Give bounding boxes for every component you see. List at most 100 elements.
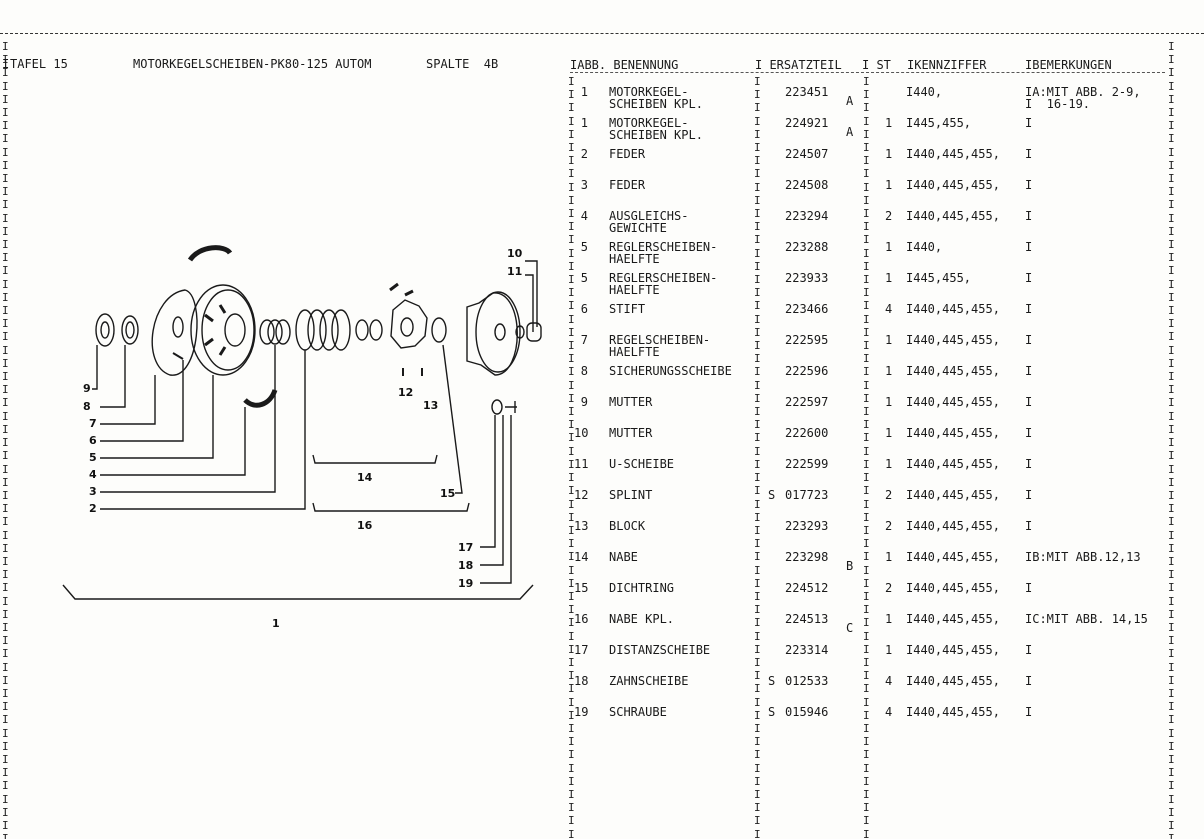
kennziffer: I440,445,455, <box>906 581 1000 595</box>
leader-5 <box>100 375 214 459</box>
part-1-fixed-half <box>466 292 518 376</box>
kennziffer: I440, <box>906 240 943 254</box>
remark: I <box>1025 426 1033 440</box>
left-border-column: I I I I I I I I I I I I I I I I I I I I … <box>2 40 9 839</box>
part-5-regulator-half <box>190 284 256 376</box>
kennziffer: I440,445,455, <box>906 705 1000 719</box>
leader-2 <box>100 350 306 510</box>
item-name: U-SCHEIBE <box>609 457 675 471</box>
part-number: 222595 <box>785 333 829 347</box>
remark: I <box>1025 147 1033 161</box>
part-number: 222596 <box>785 364 829 378</box>
part-prefix: S <box>768 674 776 688</box>
item-name: MUTTER <box>609 395 653 409</box>
leader-17 <box>480 415 496 548</box>
leader-10 <box>525 260 538 327</box>
leader-4 <box>100 407 246 476</box>
part-3-spring <box>259 319 291 345</box>
leader-6 <box>100 360 184 442</box>
item-name: ZAHNSCHEIBE <box>609 674 689 688</box>
part-number: 223298 <box>785 550 829 564</box>
item-name-cont: HAELFTE <box>609 283 660 297</box>
item-name: AUSGLEICHS- <box>609 209 689 223</box>
part-number: 017723 <box>785 488 829 502</box>
item-name: REGLERSCHEIBEN- <box>609 271 718 285</box>
quantity: 1 <box>885 116 893 130</box>
item-name-cont: SCHEIBEN KPL. <box>609 128 703 142</box>
item-name-cont: HAELFTE <box>609 345 660 359</box>
callout-3: 3 <box>89 485 97 498</box>
remark: I <box>1025 643 1033 657</box>
quantity: 2 <box>885 488 893 502</box>
col-sep-1: I I I I I I I I I I I I I I I I I I I I … <box>568 75 575 839</box>
remark: I <box>1025 364 1033 378</box>
kennziffer: I440,445,455, <box>906 302 1000 316</box>
kennziffer: I440,445,455, <box>906 395 1000 409</box>
item-name: NABE KPL. <box>609 612 675 626</box>
remark: I <box>1025 457 1033 471</box>
part-number: 223293 <box>785 519 829 533</box>
remark: I <box>1025 705 1033 719</box>
callout-15: 15 <box>440 487 455 500</box>
quantity: 2 <box>885 519 893 533</box>
header-ersatzteil: I ERSATZTEIL <box>755 58 842 72</box>
header-kennziffer: IKENNZIFFER <box>907 58 987 72</box>
header-st: I ST <box>862 58 891 72</box>
part-number: 223933 <box>785 271 829 285</box>
kennziffer: I440,445,455, <box>906 426 1000 440</box>
callout-8: 8 <box>83 400 91 413</box>
remark: I <box>1025 395 1033 409</box>
callout-7: 7 <box>89 417 97 430</box>
callout-12: 12 <box>398 386 413 399</box>
col-sep-2: I I I I I I I I I I I I I I I I I I I I … <box>754 75 761 839</box>
leader-11 <box>525 274 534 332</box>
part-12-13 <box>402 368 423 376</box>
callout-16: 16 <box>357 519 373 532</box>
callout-17: 17 <box>458 541 473 554</box>
header-abb-benennung: IABB. BENENNUNG <box>570 58 679 72</box>
callout-1: 1 <box>272 617 280 630</box>
callout-5: 5 <box>89 451 97 464</box>
item-number: 8 <box>580 364 588 378</box>
remark-cont: I 16-19. <box>1025 97 1091 111</box>
quantity: 1 <box>885 147 893 161</box>
item-name: DISTANZSCHEIBE <box>609 643 711 657</box>
item-number: 10 <box>574 426 589 440</box>
part-number: 223451 <box>785 85 829 99</box>
part-14-hub <box>390 299 428 349</box>
left-border-i: I <box>2 57 10 71</box>
right-border-column: I I I I I I I I I I I I I I I I I I I I … <box>1168 40 1175 839</box>
kennziffer: I440,445,455, <box>906 612 1000 626</box>
header-bemerkungen: IBEMERKUNGEN <box>1025 58 1112 72</box>
page-title: MOTORKEGELSCHEIBEN-PK80-125 AUTOM <box>133 57 372 71</box>
leader-19 <box>480 415 512 584</box>
kennziffer: I440,445,455, <box>906 674 1000 688</box>
remark: I <box>1025 209 1033 223</box>
part-number: 015946 <box>785 705 829 719</box>
kennziffer: I440,445,455, <box>906 643 1000 657</box>
item-number: 17 <box>574 643 589 657</box>
part-number: 222599 <box>785 457 829 471</box>
part-prefix: S <box>768 705 776 719</box>
item-name: MUTTER <box>609 426 653 440</box>
kennziffer: I440,445,455, <box>906 457 1000 471</box>
callout-6: 6 <box>89 434 97 447</box>
callout-19: 19 <box>458 577 473 590</box>
col-sep-3: I I I I I I I I I I I I I I I I I I I I … <box>863 75 870 839</box>
part-2-spring <box>295 309 351 351</box>
supply-code: A <box>846 125 854 139</box>
kennziffer: I440,445,455, <box>906 519 1000 533</box>
callout-4: 4 <box>89 468 97 481</box>
kennziffer: I440, <box>906 85 943 99</box>
remark: IA:MIT ABB. 2-9, <box>1025 85 1141 99</box>
quantity: 1 <box>885 643 893 657</box>
